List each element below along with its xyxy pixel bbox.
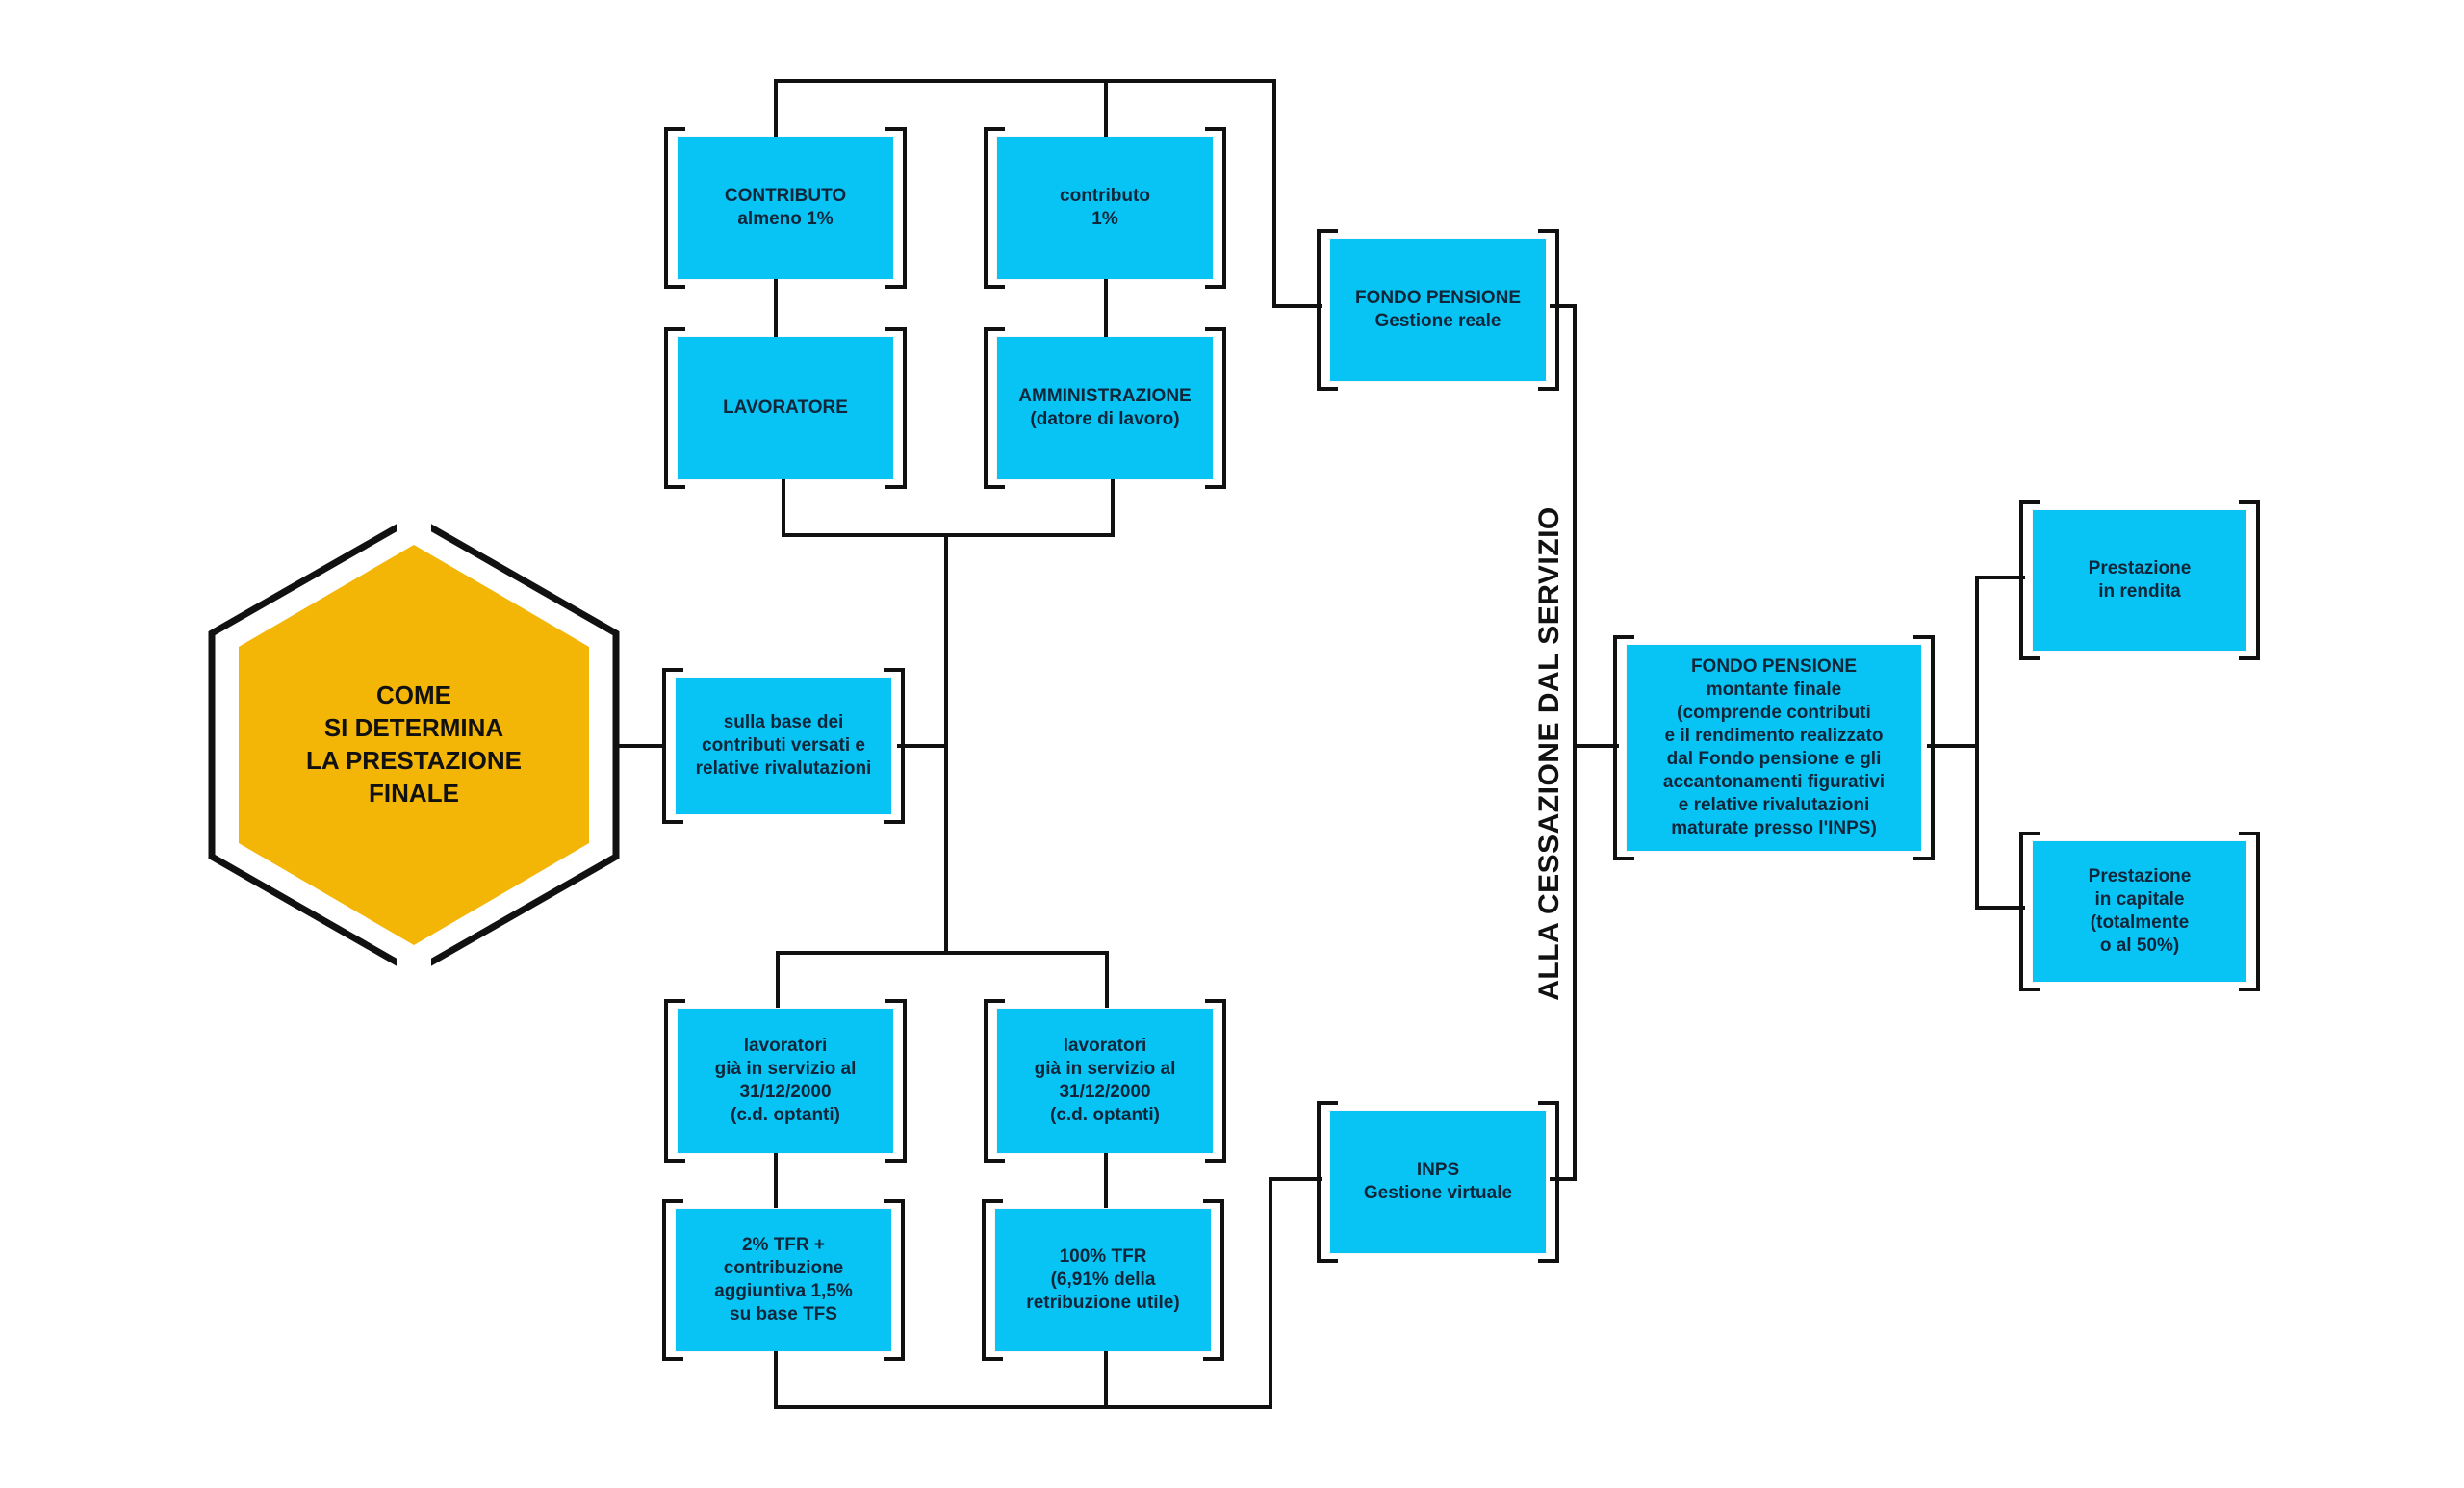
box-label: INPS Gestione virtuale (1363, 1159, 1513, 1203)
box-lavoratori-optanti-2: lavoratori già in servizio al 31/12/2000… (984, 999, 1226, 1163)
box-label: lavoratori già in servizio al 31/12/2000… (1034, 1035, 1176, 1126)
bracket-left (664, 999, 685, 1163)
bracket-left (984, 327, 1005, 489)
bracket-right (884, 668, 905, 824)
box-contributo-amministrazione: contributo 1% (984, 127, 1226, 289)
bracket-left (982, 1199, 1003, 1361)
bracket-left (1613, 635, 1634, 860)
bracket-right (1205, 999, 1226, 1163)
hexagon-shape (208, 516, 620, 974)
box-label: contributo 1% (1060, 185, 1150, 229)
box-fill: LAVORATORE (678, 337, 893, 479)
box-fill: contributo 1% (997, 137, 1213, 279)
bracket-left (2019, 500, 2040, 660)
box-fill: Prestazione in capitale (totalmente o al… (2033, 841, 2246, 982)
bracket-right (1205, 327, 1226, 489)
box-label: Prestazione in capitale (totalmente o al… (2088, 865, 2192, 957)
box-inps-virtuale: INPS Gestione virtuale (1317, 1101, 1559, 1263)
connector-finale-capitale (1975, 744, 2025, 910)
box-label: lavoratori già in servizio al 31/12/2000… (714, 1035, 857, 1126)
box-tfr-100-percent: 100% TFR (6,91% della retribuzione utile… (982, 1199, 1224, 1361)
box-fill: 100% TFR (6,91% della retribuzione utile… (995, 1209, 1211, 1351)
bracket-right (1203, 1199, 1224, 1361)
box-label: sulla base dei contributi versati e rela… (695, 711, 872, 780)
bracket-right (884, 1199, 905, 1361)
bracket-left (1317, 229, 1338, 391)
connector-bus-top (1550, 304, 1577, 1181)
hexagon-title-block: COME SI DETERMINA LA PRESTAZIONE FINALE (208, 516, 620, 974)
box-prestazione-rendita: Prestazione in rendita (2019, 500, 2260, 660)
box-label: Prestazione in rendita (2088, 557, 2192, 602)
connector-lower-split (776, 951, 1109, 1008)
bracket-left (984, 127, 1005, 289)
bracket-left (984, 999, 1005, 1163)
box-fondo-pensione-finale: FONDO PENSIONE montante finale (comprend… (1613, 635, 1935, 860)
bracket-right (886, 327, 907, 489)
box-fill: sulla base dei contributi versati e rela… (676, 678, 891, 814)
connector-finale-split (1927, 576, 2025, 748)
box-label: CONTRIBUTO almeno 1% (724, 185, 847, 229)
vertical-label: ALLA CESSAZIONE DAL SERVIZIO (1533, 506, 1565, 1001)
box-tfr-2-percent: 2% TFR + contribuzione aggiuntiva 1,5% s… (662, 1199, 905, 1361)
box-prestazione-capitale: Prestazione in capitale (totalmente o al… (2019, 832, 2260, 991)
box-label: FONDO PENSIONE Gestione reale (1354, 287, 1522, 331)
bracket-right (2239, 500, 2260, 660)
box-label: LAVORATORE (723, 397, 848, 418)
connector-bottom-frame (774, 1177, 1322, 1409)
bracket-left (1317, 1101, 1338, 1263)
box-fondo-pensione-reale: FONDO PENSIONE Gestione reale (1317, 229, 1559, 391)
box-label: AMMINISTRAZIONE (datore di lavoro) (1018, 385, 1192, 429)
box-fill: lavoratori già in servizio al 31/12/2000… (997, 1009, 1213, 1153)
bracket-right (2239, 832, 2260, 991)
box-fill: CONTRIBUTO almeno 1% (678, 137, 893, 279)
box-fill: Prestazione in rendita (2033, 510, 2246, 651)
box-fill: FONDO PENSIONE montante finale (comprend… (1627, 645, 1921, 851)
box-label: FONDO PENSIONE montante finale (comprend… (1662, 655, 1886, 839)
bracket-right (1538, 1101, 1559, 1263)
connector-top-frame (774, 79, 1322, 308)
box-label: 100% TFR (6,91% della retribuzione utile… (1026, 1245, 1180, 1314)
box-lavoratori-optanti-1: lavoratori già in servizio al 31/12/2000… (664, 999, 907, 1163)
hexagon-title: COME SI DETERMINA LA PRESTAZIONE FINALE (306, 680, 522, 808)
box-lavoratore: LAVORATORE (664, 327, 907, 489)
box-fill: INPS Gestione virtuale (1330, 1111, 1546, 1253)
box-contributo-lavoratore: CONTRIBUTO almeno 1% (664, 127, 907, 289)
box-amministrazione: AMMINISTRAZIONE (datore di lavoro) (984, 327, 1226, 489)
bracket-right (1205, 127, 1226, 289)
bracket-right (1913, 635, 1935, 860)
box-label: 2% TFR + contribuzione aggiuntiva 1,5% s… (714, 1234, 853, 1325)
bracket-left (662, 1199, 683, 1361)
bracket-right (886, 127, 907, 289)
bracket-left (2019, 832, 2040, 991)
connector-upper-merge (782, 479, 1115, 537)
bracket-left (662, 668, 683, 824)
box-fill: lavoratori già in servizio al 31/12/2000… (678, 1009, 893, 1153)
bracket-left (664, 127, 685, 289)
box-sulla-base: sulla base dei contributi versati e rela… (662, 668, 905, 824)
bracket-right (886, 999, 907, 1163)
box-fill: 2% TFR + contribuzione aggiuntiva 1,5% s… (676, 1209, 891, 1351)
bracket-left (664, 327, 685, 489)
box-fill: FONDO PENSIONE Gestione reale (1330, 239, 1546, 381)
bracket-right (1538, 229, 1559, 391)
box-fill: AMMINISTRAZIONE (datore di lavoro) (997, 337, 1213, 479)
